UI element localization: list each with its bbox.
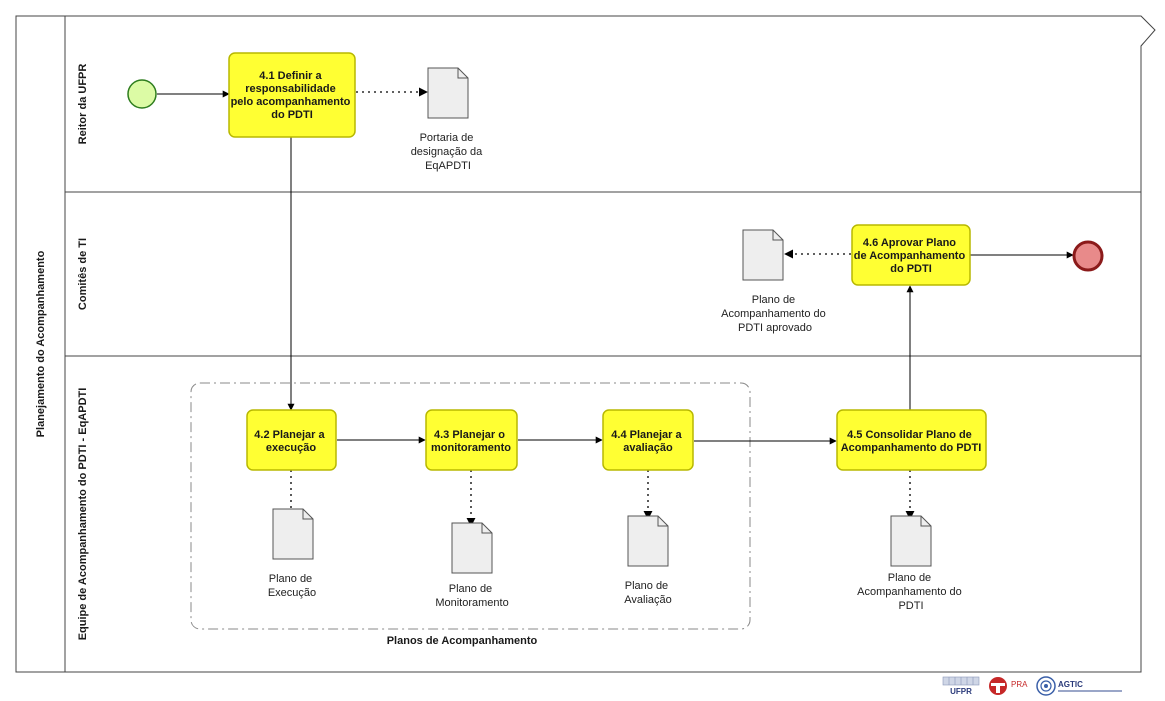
task-4-4[interactable]: 4.4 Planejar a avaliação: [602, 409, 694, 471]
svg-text:4.6 Aprovar Plano de Aco: 4.6 Aprovar Plano de Acompanhamento do P…: [854, 237, 969, 275]
svg-text:AGTIC: AGTIC: [1058, 680, 1083, 689]
task-4-3[interactable]: 4.3 Planejar o monitoramento: [425, 409, 518, 471]
svg-text:Plano de Execução: Plano de Execução: [268, 573, 316, 599]
svg-text:Plano de Acompanhamento: Plano de Acompanhamento do PDTI aprovado: [721, 294, 829, 334]
svg-text:4.1 Definir a responsabi: 4.1 Definir a responsabilidade pelo acom…: [231, 70, 354, 121]
logo-agtic: AGTIC: [1036, 676, 1122, 696]
doc-plano-avaliacao[interactable]: Plano de Avaliação: [624, 515, 672, 606]
doc-portaria[interactable]: Portaria de designação da EqAPDTI: [411, 67, 486, 172]
svg-text:4.4 Planejar a avaliação: 4.4 Planejar a avaliação: [611, 429, 684, 454]
doc-plano-aprovado[interactable]: Plano de Acompanhamento do PDTI aprovado: [721, 229, 829, 334]
start-event[interactable]: [127, 79, 157, 109]
svg-text:Plano de Monitoramento: Plano de Monitoramento: [435, 583, 508, 609]
task-4-5[interactable]: 4.5 Consolidar Plano de Acompanhamento d…: [836, 409, 987, 471]
pool-border: [15, 15, 1156, 673]
group-planos: [190, 382, 751, 630]
lane-label-equipe: Equipe de Acompanhamento do PDTI - EqAPD…: [77, 388, 89, 641]
svg-text:Plano de Acompanhamento: Plano de Acompanhamento do PDTI: [857, 572, 965, 612]
lane-label-reitor: Reitor da UFPR: [77, 64, 89, 145]
svg-text:PRA: PRA: [1011, 680, 1028, 689]
end-event[interactable]: [1072, 240, 1104, 272]
svg-text:4.5 Consolidar Plano de: 4.5 Consolidar Plano de Acompanhamento d…: [841, 429, 982, 454]
doc-plano-monitoramento[interactable]: Plano de Monitoramento: [435, 522, 509, 609]
task-4-6[interactable]: 4.6 Aprovar Plano de Acompanhamento do P…: [851, 224, 971, 286]
task-4-2[interactable]: 4.2 Planejar a execução: [246, 409, 337, 471]
pool-label: Planejamento do Acompanhamento: [35, 250, 47, 437]
svg-text:Portaria de designação d: Portaria de designação da EqAPDTI: [411, 132, 486, 172]
svg-text:Plano de Avaliação: Plano de Avaliação: [624, 580, 672, 606]
svg-text:4.2 Planejar a execução: 4.2 Planejar a execução: [254, 429, 327, 454]
group-label: Planos de Acompanhamento: [387, 635, 538, 647]
svg-text:4.3 Planejar o monitoram: 4.3 Planejar o monitoramento: [431, 429, 511, 454]
doc-plano-execucao[interactable]: Plano de Execução: [268, 508, 316, 599]
logo-pra: PRA: [989, 677, 1028, 695]
svg-text:UFPR: UFPR: [950, 687, 972, 696]
logo-ufpr: UFPR: [942, 676, 980, 696]
lane-label-comites: Comitês de TI: [77, 238, 89, 310]
doc-plano-acompanhamento[interactable]: Plano de Acompanhamento do PDTI: [857, 515, 965, 612]
task-4-1[interactable]: 4.1 Definir a responsabilidade pelo acom…: [228, 52, 356, 138]
